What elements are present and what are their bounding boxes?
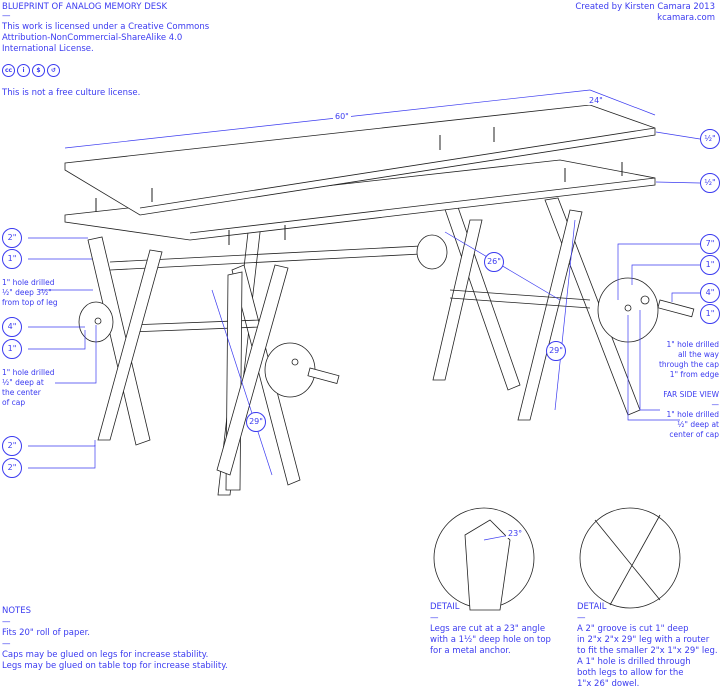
dim-dowel-length: 26" [484, 252, 504, 272]
by-icon: i [17, 64, 30, 77]
notes-title: NOTES [2, 606, 32, 616]
dim-right-cap-thick: 1" [700, 255, 720, 275]
license-line: This work is licensed under a Creative C… [2, 22, 210, 32]
front-center-leg [216, 264, 289, 491]
credit: Created by Kirsten Camara 2013 [575, 2, 715, 12]
dim-top-thickness-2: ½" [700, 173, 720, 193]
dim-leg-length-left: 29" [246, 412, 266, 432]
upper-top-plate [64, 104, 656, 216]
detail-title: DETAIL [577, 602, 607, 612]
dim-leg-length-right: 29" [546, 341, 566, 361]
dim-angle: 23° [506, 529, 525, 538]
dim-left-cap-thick: 1" [2, 339, 22, 359]
dim-top-thickness-1: ½" [700, 129, 720, 149]
dim-left-leg-bottom-d: 2" [2, 458, 22, 478]
license-line: International License. [2, 44, 94, 54]
detail-circle-2 [579, 507, 681, 609]
center-cap [264, 342, 316, 398]
free-culture-note: This is not a free culture license. [2, 88, 141, 98]
back-cap [416, 234, 448, 270]
website-link[interactable]: kcamara.com [657, 13, 715, 23]
sa-icon: ↺ [47, 64, 60, 77]
cc-icon: cc [2, 64, 15, 77]
dim-right-cap-diam: 7" [700, 234, 720, 254]
dim-right-dowel-len: 4" [700, 283, 720, 303]
dim-left-leg-top-d: 1" [2, 249, 22, 269]
notes: NOTES — Fits 20" roll of paper. — Caps m… [2, 606, 228, 671]
page-title: BLUEPRINT OF ANALOG MEMORY DESK [2, 2, 168, 12]
dim-length: 60" [333, 112, 351, 121]
detail-title: DETAIL [430, 602, 460, 612]
separator: — [2, 11, 11, 21]
dim-left-cap-diam: 4" [2, 317, 22, 337]
license-line: Attribution-NonCommercial-ShareAlike 4.0 [2, 33, 183, 43]
front-left-leg [87, 236, 163, 446]
nc-icon: $ [32, 64, 45, 77]
dim-right-dowel-diam: 1" [700, 304, 720, 324]
dim-width: 24" [587, 96, 605, 105]
dim-left-leg-bottom-w: 2" [2, 436, 22, 456]
lower-top-plate [64, 159, 656, 241]
dim-left-leg-top-w: 2" [2, 228, 22, 248]
